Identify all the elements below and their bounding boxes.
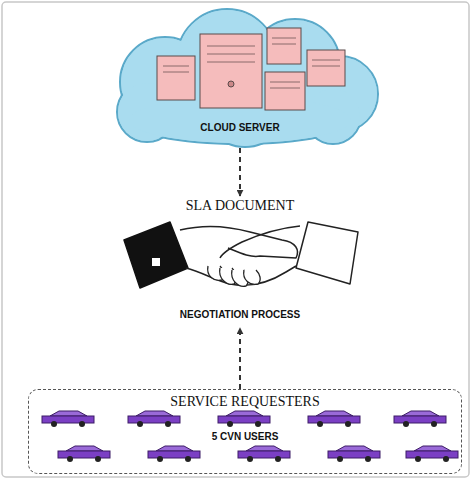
dashed-arrow	[239, 148, 241, 196]
group-title: SERVICE REQUESTERS	[29, 394, 461, 410]
car-icon	[218, 411, 270, 427]
car-icon	[406, 446, 458, 462]
dashed-arrow	[239, 328, 241, 389]
car-icon	[148, 446, 200, 462]
car-icon	[128, 411, 180, 427]
car-icon	[58, 446, 110, 462]
handshake-picture	[124, 222, 358, 288]
car-icon	[394, 411, 446, 427]
node-label: 5 CVN USERS	[29, 431, 461, 443]
car-icon	[238, 446, 290, 462]
negotiation-node: SLA DOCUMENT NEGOTIATION PROCESS	[110, 196, 370, 328]
process-label: NEGOTIATION PROCESS	[110, 309, 370, 321]
document-label: SLA DOCUMENT	[110, 198, 370, 214]
requester-group: SERVICE REQUESTERS 5 CVN USERS	[28, 389, 462, 474]
car-icon	[328, 446, 380, 462]
cloud-node: CLOUD SERVER	[95, 4, 385, 148]
car-icon	[42, 411, 94, 427]
node-label: CLOUD SERVER	[95, 122, 385, 134]
car-icon	[308, 411, 360, 427]
server-icons	[157, 28, 345, 110]
